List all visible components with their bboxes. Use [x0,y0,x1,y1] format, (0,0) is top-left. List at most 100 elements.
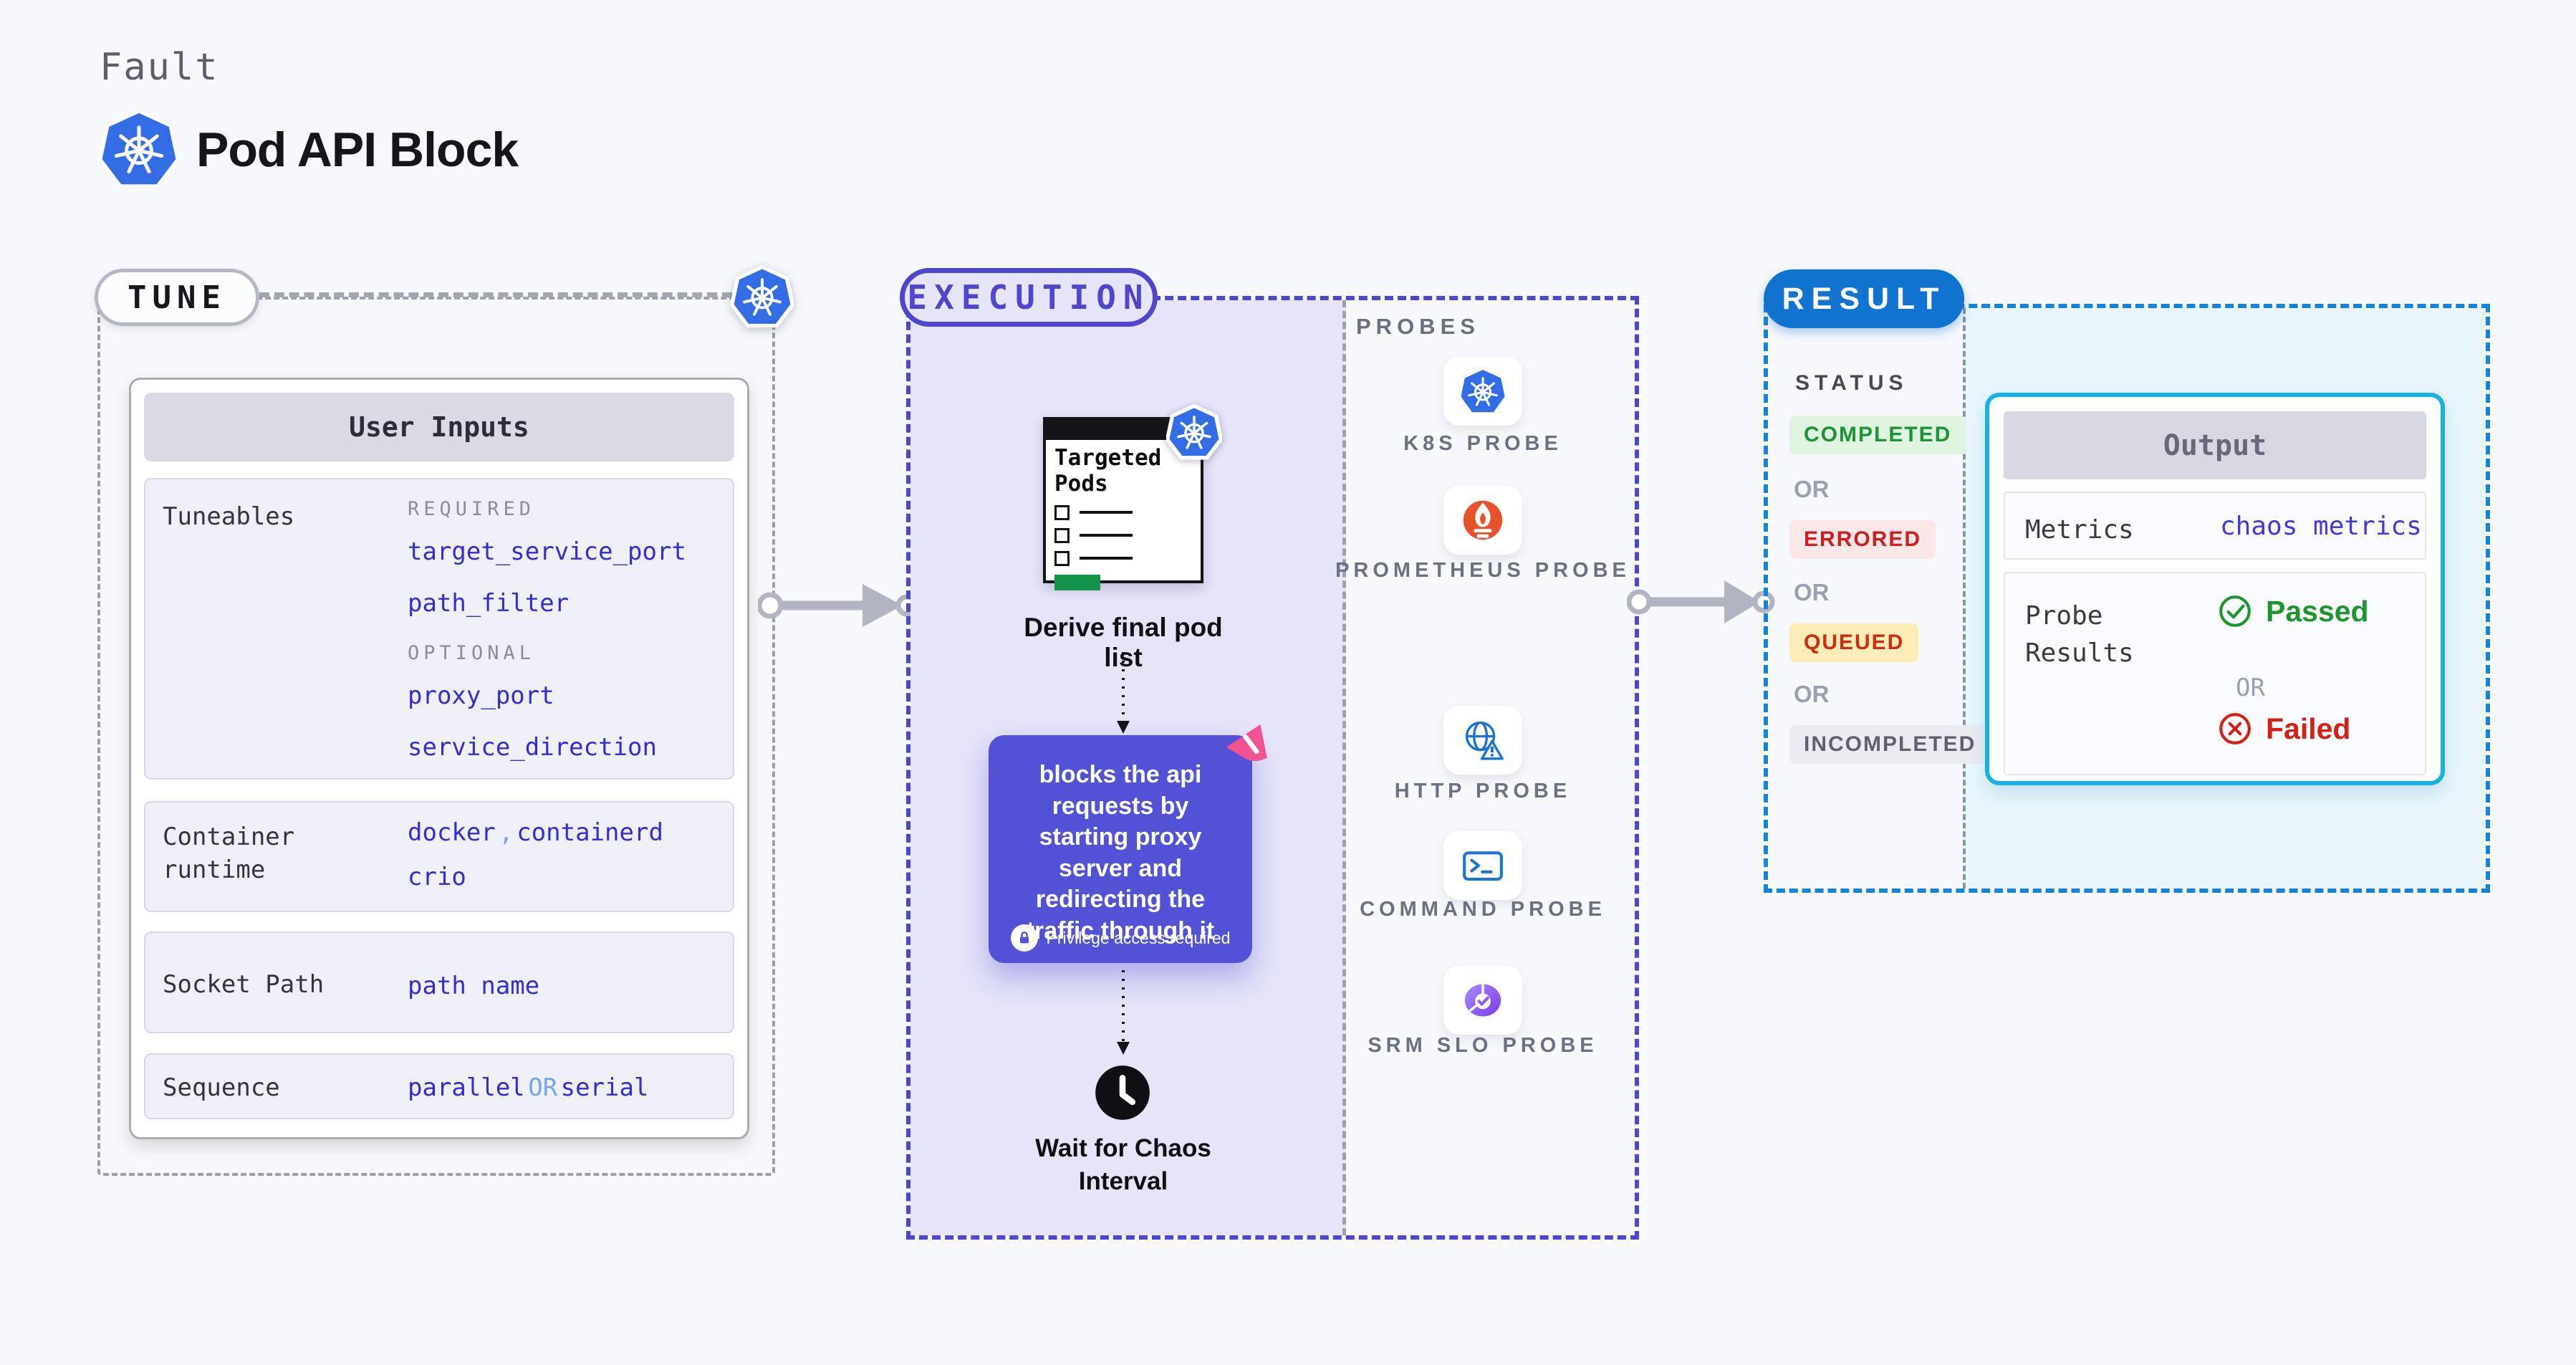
runtime-containerd: containerd [516,818,663,847]
sequence-label: Sequence [163,1073,280,1102]
prometheus-probe-label: PROMETHEUS PROBE [1335,559,1630,582]
sequence-or: OR [528,1073,558,1102]
prometheus-probe-card [1443,486,1522,555]
required-tag: REQUIRED [408,498,536,520]
status-badge-queued: QUEUED [1789,623,1919,662]
k8s-probe-label: K8S PROBE [1403,432,1562,455]
tune-dashed-connector [259,292,732,297]
http-probe-icon [1465,721,1504,760]
wait-chaos-interval-label: Wait for Chaos Interval [1035,1134,1211,1195]
result-badge: RESULT [1764,269,1964,328]
user-inputs-card: User Inputs Tuneables REQUIRED target_se… [129,378,749,1139]
failed-label: Failed [2266,712,2351,745]
tune-section [97,297,775,1176]
litmus-chaos-icon [1226,724,1267,762]
command-probe-icon [1463,851,1503,881]
fault-action-box: blocks the api requests by starting prox… [989,724,1267,963]
targeted-pods-card: Targeted Pods [1043,404,1222,590]
optional-tag: OPTIONAL [408,642,536,664]
socket-path-label: Socket Path [163,970,325,999]
srm-slo-probe-icon [1464,983,1501,1017]
clock-icon [1095,1065,1150,1120]
container-runtime-label: Container runtime [163,823,295,884]
fault-category-label: Fault [100,46,219,89]
tuneables-row: Tuneables REQUIRED target_service_port p… [144,478,734,780]
checkbox-icon [1054,550,1070,566]
metrics-label: Metrics [2025,515,2134,545]
probe-results-label: Probe Results [2025,601,2134,669]
passed-result: Passed [2217,593,2369,629]
probe-results-row: Probe Results Passed OR Failed [2004,572,2426,775]
execution-badge: EXECUTION [900,268,1158,327]
passed-label: Passed [2266,594,2369,628]
or-label: OR [1794,476,1830,502]
runtime-docker: docker [408,818,496,847]
flow-dotted-arrow [1117,970,1130,1055]
list-line [1080,511,1133,514]
list-line [1080,534,1133,537]
execution-to-result-arrow [1627,580,1775,623]
probes-title: PROBES [1356,314,1480,339]
pod-list-item [1054,550,1191,566]
progress-bar [1054,574,1100,590]
status-badge-completed: COMPLETED [1789,416,1966,454]
or-label: OR [1794,579,1830,605]
page-title: Pod API Block [196,123,519,177]
failed-result: Failed [2217,711,2350,747]
kubernetes-icon [731,265,794,328]
privilege-badge: Privilege access required [989,924,1252,952]
result-badge-label: RESULT [1782,281,1946,316]
status-title: STATUS [1795,371,1908,395]
execution-badge-label: EXECUTION [907,278,1150,317]
fault-action-text: blocks the api requests by starting prox… [1026,761,1215,944]
srm-slo-probe-card [1443,966,1522,1035]
user-inputs-header: User Inputs [144,393,734,461]
kubernetes-icon [1166,404,1222,460]
sequence-row: Sequence parallel OR serial [144,1053,734,1119]
output-header: Output [2004,411,2426,479]
pod-list-item [1054,504,1191,520]
lock-icon [1010,924,1038,952]
pod-list-item [1054,527,1191,543]
tuneable-proxy-port: proxy_port [408,681,554,710]
checkbox-icon [1054,527,1070,543]
check-circle-icon [2219,595,2251,627]
metrics-value: chaos metrics [2220,512,2422,541]
derive-pod-list-label: Derive final pod list [1024,613,1223,672]
user-inputs-title: User Inputs [349,411,529,443]
x-circle-icon [2219,713,2251,744]
kubernetes-icon [99,110,179,188]
k8s-probe-card [1443,357,1522,426]
tuneable-target-service-port: target_service_port [408,537,686,566]
command-probe-label: COMMAND PROBE [1360,898,1606,921]
tune-badge-label: TUNE [128,279,226,316]
flow-dotted-arrow [1117,652,1130,734]
http-probe-card [1443,706,1522,775]
socket-path-row: Socket Path path name [144,931,734,1033]
sequence-parallel: parallel [408,1073,525,1102]
runtime-separator: , [499,818,514,847]
status-badge-incompleted: INCOMPLETED [1789,725,1991,764]
sequence-serial: serial [560,1073,649,1102]
targeted-pods-title: Targeted Pods [1054,445,1162,497]
output-title: Output [2163,428,2267,462]
command-probe-card [1443,831,1522,900]
checkbox-icon [1054,504,1070,520]
prometheus-probe-icon [1463,500,1503,540]
list-line [1080,557,1133,560]
socket-path-value: path name [408,972,540,1000]
tuneables-label: Tuneables [163,502,295,531]
tuneable-path-filter: path_filter [408,589,569,618]
k8s-probe-icon [1461,370,1505,413]
runtime-crio: crio [408,863,466,891]
tune-to-execution-arrow [758,584,917,627]
srm-slo-probe-label: SRM SLO PROBE [1368,1034,1598,1057]
output-card: Output Metrics chaos metrics Probe Resul… [1985,393,2445,785]
tune-badge: TUNE [95,269,259,326]
container-runtime-row: Container runtime docker , containerd cr… [144,801,734,912]
or-label: OR [1794,681,1830,707]
http-probe-label: HTTP PROBE [1394,780,1572,803]
or-label: OR [2236,674,2265,702]
privilege-badge-label: Privilege access required [1046,928,1231,947]
metrics-row: Metrics chaos metrics [2004,492,2426,560]
